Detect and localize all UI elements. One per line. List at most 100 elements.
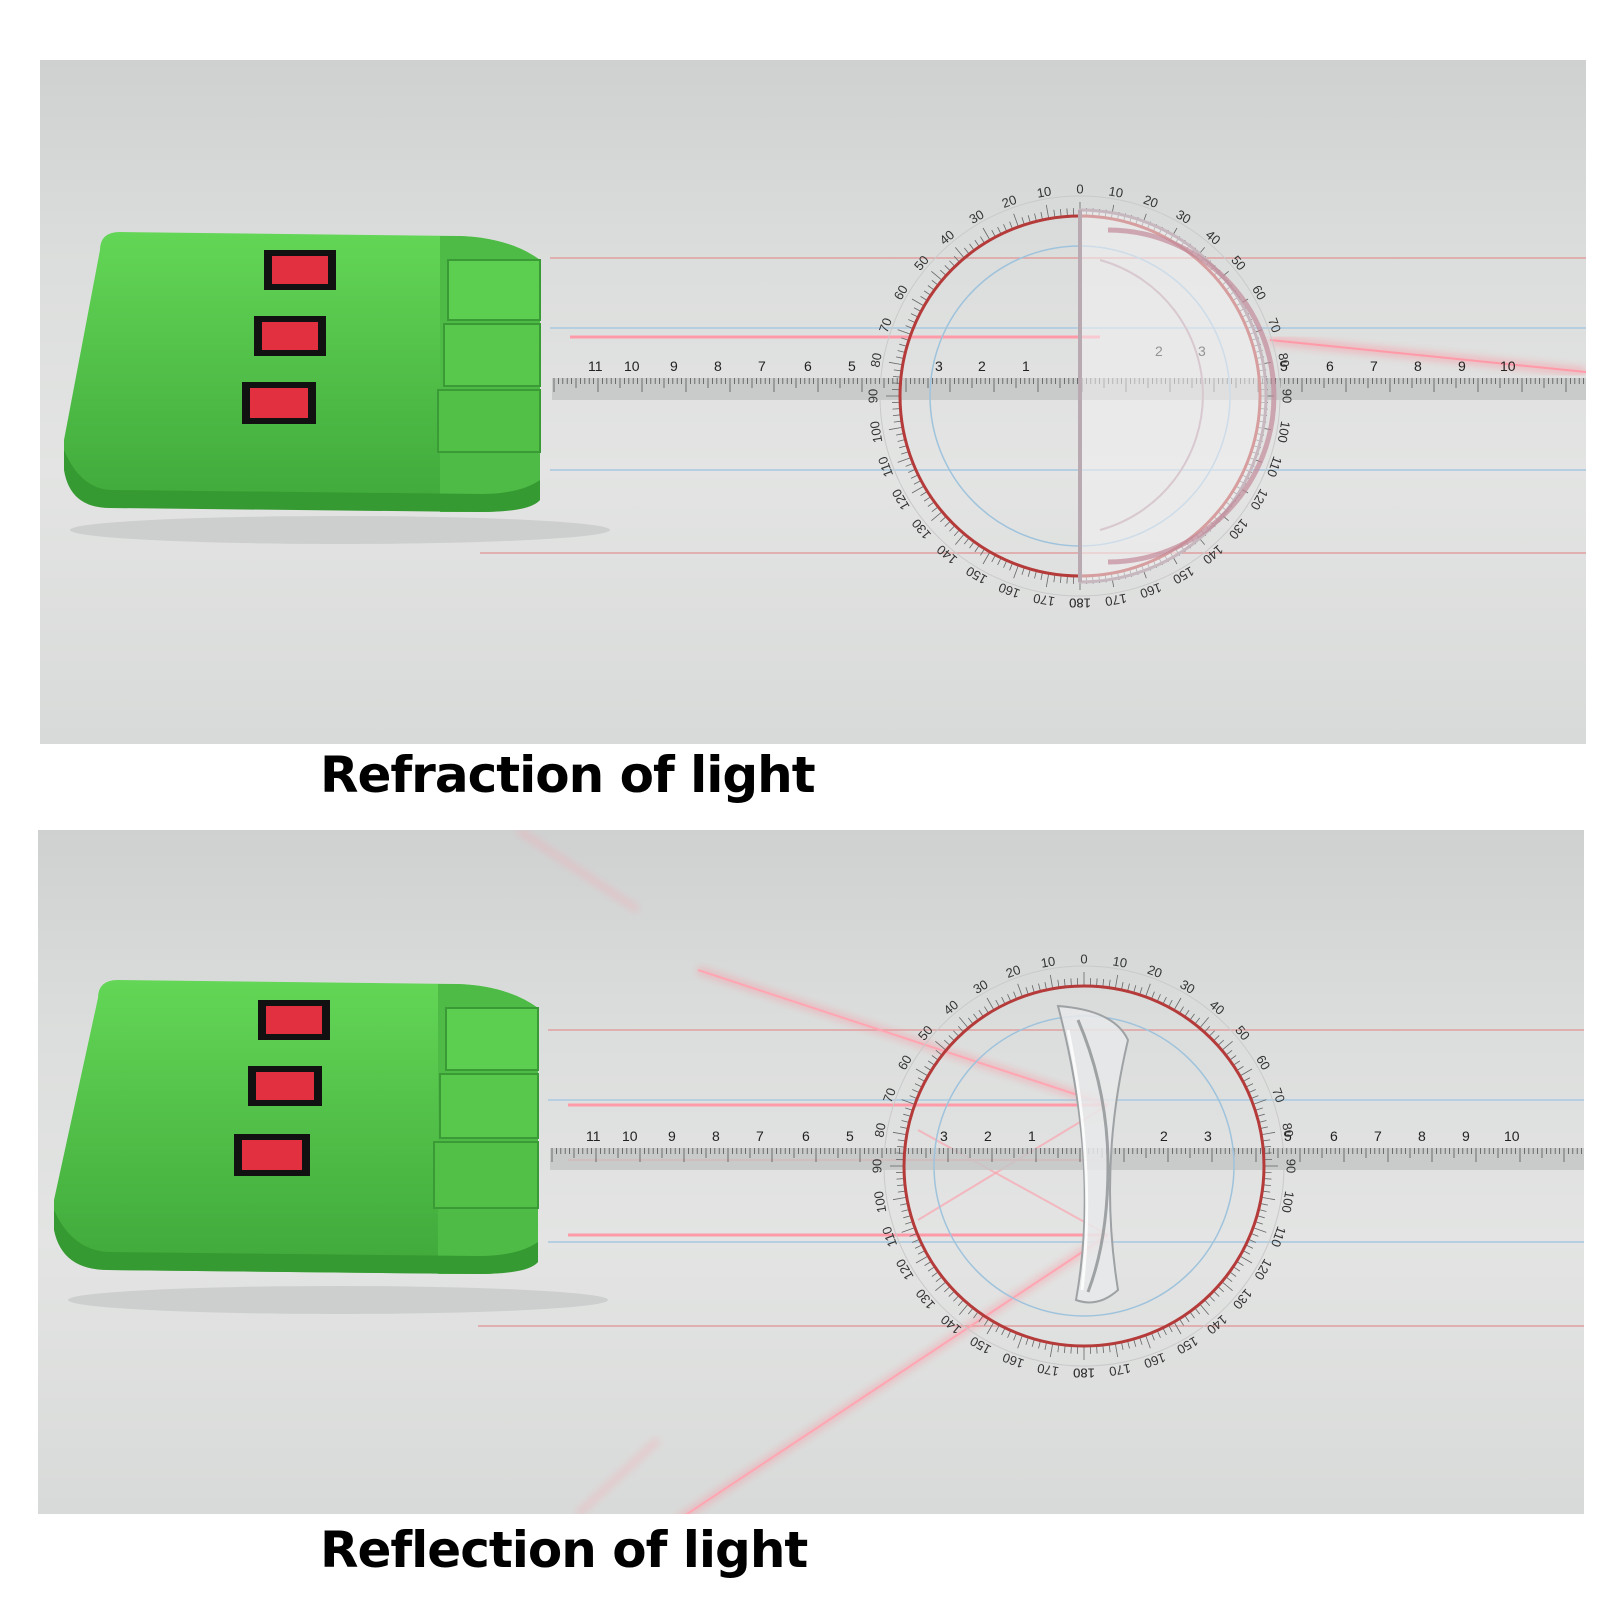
refraction-photo: 11 10 9 8 7 6 5 3 2 1 2 3 5 6 7 8 9 10 xyxy=(40,60,1586,744)
dial-tick xyxy=(888,426,903,431)
concave-lens xyxy=(1056,1004,1130,1304)
dial-number: 170 xyxy=(1032,591,1056,610)
dial-tick xyxy=(915,1255,929,1264)
dial-number: 60 xyxy=(895,1052,915,1072)
dial-number: 180 xyxy=(1069,596,1091,611)
switch xyxy=(258,1000,330,1040)
dial-number: 60 xyxy=(1253,1052,1273,1072)
dial-number: 50 xyxy=(1228,253,1249,274)
dial-tick xyxy=(892,1196,907,1201)
ruler-number: 8 xyxy=(714,358,722,374)
ruler-number: 11 xyxy=(588,358,603,374)
dial-number: 10 xyxy=(1040,953,1057,970)
ruler-number: 8 xyxy=(1414,358,1422,374)
dial-tick xyxy=(901,1227,915,1233)
dial-number: 20 xyxy=(1141,192,1160,211)
ruler-number: 11 xyxy=(586,1128,601,1144)
dial-number: 70 xyxy=(880,1086,899,1105)
ruler-number: 6 xyxy=(804,358,812,374)
dial-tick xyxy=(1239,1068,1253,1077)
dial-tick xyxy=(1221,1040,1233,1051)
dial-number: 100 xyxy=(1275,420,1294,444)
dial-number: 10 xyxy=(1112,953,1129,970)
dial-tick xyxy=(982,551,991,565)
dial-number: 0 xyxy=(1076,181,1083,196)
dial-number: 30 xyxy=(1178,977,1198,997)
dial-number: 50 xyxy=(1232,1023,1253,1044)
dial-number: 110 xyxy=(1264,455,1285,480)
laser-light-box xyxy=(64,232,610,544)
ruler-number: 10 xyxy=(622,1128,638,1144)
ruler xyxy=(552,378,1586,400)
ruler-center-numbers: 3 2 1 xyxy=(940,1128,1036,1144)
dial-tick xyxy=(911,485,925,494)
switch xyxy=(248,1066,322,1106)
dial-number: 140 xyxy=(1200,542,1226,567)
dial-tick xyxy=(1049,1343,1054,1358)
dial-tick xyxy=(1261,1131,1276,1136)
dial-tick xyxy=(986,997,995,1011)
dial-tick xyxy=(982,227,991,241)
ruler-number: 5 xyxy=(1284,1128,1292,1144)
dial-tick xyxy=(911,298,925,307)
dial-tick xyxy=(1114,974,1119,989)
dial-tick xyxy=(897,457,911,463)
dial-number: 30 xyxy=(1174,207,1194,227)
dial-tick xyxy=(1173,997,1182,1011)
dial-tick xyxy=(935,1281,947,1292)
dial-number: 10 xyxy=(1108,183,1125,200)
dial-number: 120 xyxy=(893,1256,917,1282)
guide-lines xyxy=(480,257,1586,554)
dial-number: 110 xyxy=(1268,1225,1289,1250)
ruler-number: 5 xyxy=(846,1128,854,1144)
dial-tick xyxy=(888,361,903,366)
dial-number: 80 xyxy=(1279,1122,1296,1139)
ruler-left-numbers: 11 10 9 8 7 6 5 xyxy=(588,358,856,374)
dial-number: 30 xyxy=(970,977,990,997)
dial-number: 40 xyxy=(937,227,958,248)
dial-number: 150 xyxy=(963,563,989,587)
dial-number: 40 xyxy=(1207,997,1228,1018)
ruler-number: 5 xyxy=(1280,358,1288,374)
refraction-caption: Refraction of light xyxy=(320,746,816,804)
ruler-number: 6 xyxy=(1330,1128,1338,1144)
ruler-number: 9 xyxy=(668,1128,676,1144)
ruler xyxy=(550,1148,1584,1170)
dial-number: 40 xyxy=(1203,227,1224,248)
reflection-caption: Reflection of light xyxy=(320,1521,808,1579)
dial-number: 170 xyxy=(1036,1361,1060,1380)
dial-number: 130 xyxy=(909,516,934,542)
switch xyxy=(264,250,336,290)
dial-number: 140 xyxy=(1204,1312,1230,1337)
dial-tick xyxy=(931,270,943,281)
dial-tick xyxy=(1199,1017,1210,1029)
dial-number: 110 xyxy=(879,1225,900,1250)
ruler-number: 9 xyxy=(1458,358,1466,374)
dial-number: 140 xyxy=(934,542,960,567)
dial-tick xyxy=(1017,983,1023,997)
dial-tick xyxy=(1049,974,1054,989)
dial-number: 80 xyxy=(867,352,884,369)
dial-number: 100 xyxy=(867,420,886,444)
dial-number: 30 xyxy=(966,207,986,227)
dial-number: 20 xyxy=(1000,192,1019,211)
dial-number: 70 xyxy=(1265,316,1284,335)
dial-number: 160 xyxy=(1138,580,1164,602)
ruler-number: 1 xyxy=(1022,358,1030,374)
dial-number: 90 xyxy=(869,1159,884,1173)
dial-tick xyxy=(1253,1099,1267,1105)
dial-number: 0 xyxy=(1080,951,1087,966)
ruler-number: 9 xyxy=(1462,1128,1470,1144)
dial-number: 180 xyxy=(1073,1366,1095,1381)
ruler-number: 8 xyxy=(712,1128,720,1144)
dial-number: 130 xyxy=(913,1286,938,1312)
ruler-number: 1 xyxy=(1028,1128,1036,1144)
dial-number: 60 xyxy=(1249,282,1269,302)
dial-number: 70 xyxy=(876,316,895,335)
dial-tick xyxy=(1013,565,1019,579)
dial-number: 130 xyxy=(1226,516,1251,542)
dial-number: 180 xyxy=(1073,1366,1095,1381)
laser-beam xyxy=(570,331,1586,376)
dial-number: 90 xyxy=(1280,389,1295,403)
ruler-number: 10 xyxy=(624,358,640,374)
